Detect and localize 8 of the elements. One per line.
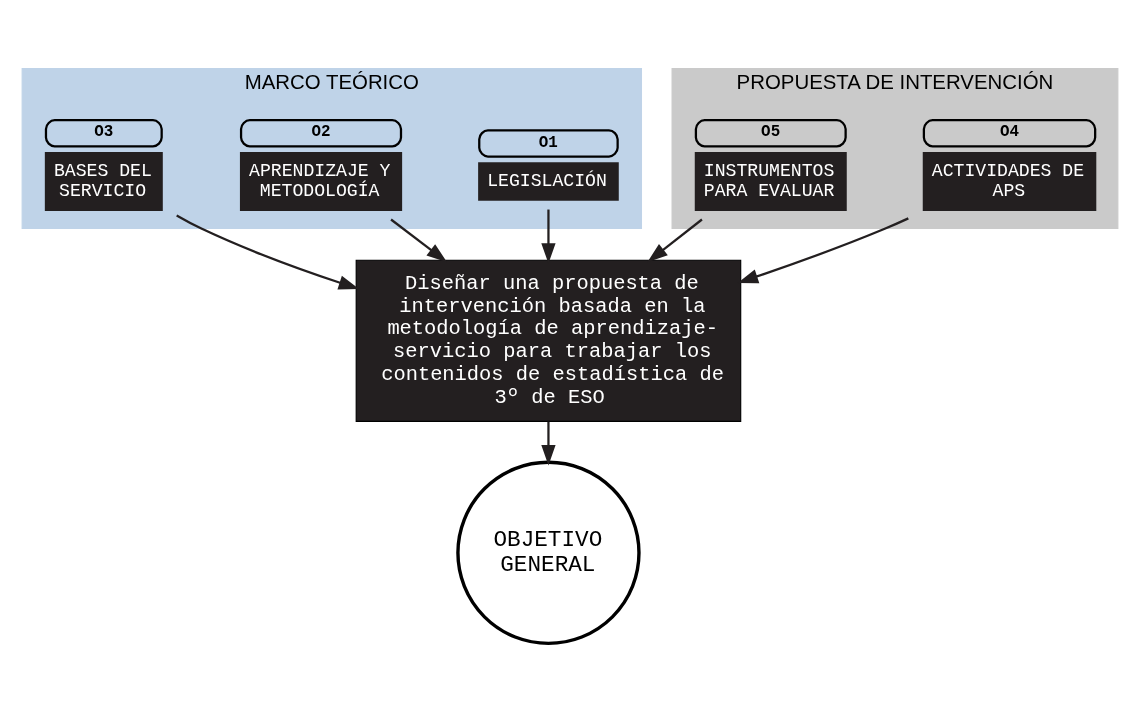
- arrow: [647, 218, 703, 262]
- arrow: [737, 216, 909, 283]
- arrow: [390, 218, 448, 262]
- arrow: [541, 209, 556, 264]
- node-box: Diseñar una propuesta de intervención basada en la metodología de aprendizaje-servicio para trabajar los contenidos de estadística de 3º de ESO: [355, 259, 742, 422]
- node-circle: OBJETIVO GENERAL: [456, 460, 641, 645]
- arrow: [541, 421, 556, 465]
- arrow: [176, 214, 360, 289]
